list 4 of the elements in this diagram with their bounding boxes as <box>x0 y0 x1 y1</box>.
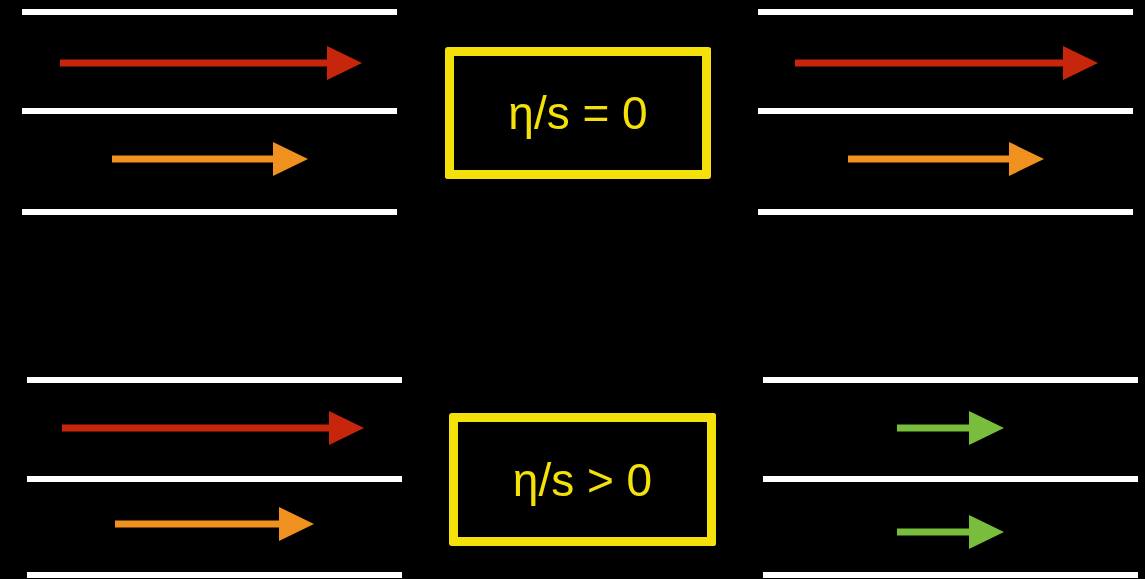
ratio-text: η/s > 0 <box>512 452 653 507</box>
label-frame <box>445 47 711 179</box>
label-frame <box>449 413 716 546</box>
ratio-text: η/s = 0 <box>508 86 648 140</box>
